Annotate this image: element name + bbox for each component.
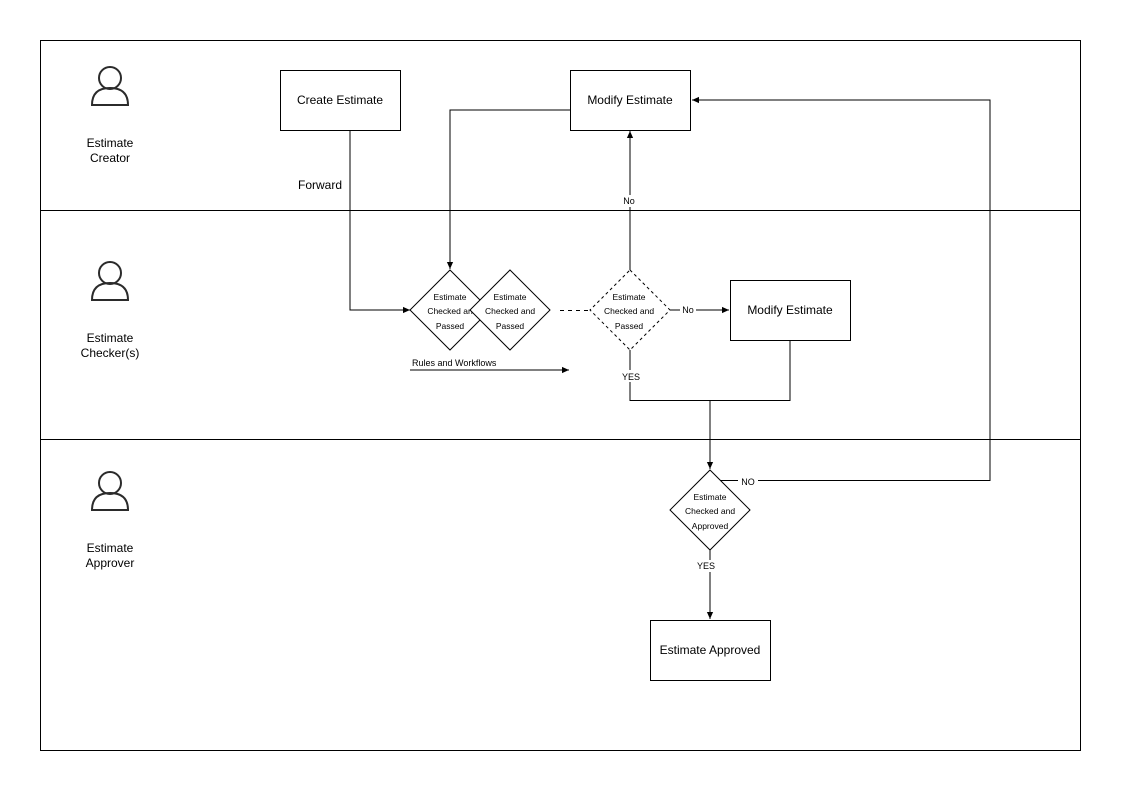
svg-text:Passed: Passed (496, 321, 525, 331)
lane-role-label: Creator (90, 151, 130, 165)
svg-text:Modify Estimate: Modify Estimate (747, 303, 833, 317)
edge-forward (349, 130, 410, 314)
process-modify-estimate-mid[interactable]: Modify Estimate (730, 280, 851, 341)
decision-estimate-approved[interactable]: Estimate Checked and Approved (669, 469, 751, 551)
svg-text:Passed: Passed (436, 321, 465, 331)
lane-role-label: Approver (86, 556, 135, 570)
lane-role-label: Estimate (87, 541, 134, 555)
process-create-estimate[interactable]: Create Estimate (280, 70, 401, 131)
svg-text:Estimate: Estimate (693, 492, 726, 502)
lane-role-label: Estimate (87, 136, 134, 150)
person-icon (90, 471, 130, 511)
edge-modify-to-check (446, 109, 570, 269)
svg-text:Estimate: Estimate (493, 292, 526, 302)
svg-text:Checked and: Checked and (685, 506, 735, 516)
decision-estimate-checked-3[interactable]: Estimate Checked and Passed (589, 269, 671, 351)
person-icon (90, 261, 130, 301)
edge-no-approver-loop (692, 96, 991, 481)
edge-label-yes: YES (622, 372, 640, 382)
svg-text:Checked and: Checked and (604, 306, 654, 316)
svg-text:Estimate Approved: Estimate Approved (660, 643, 761, 657)
process-estimate-approved[interactable]: Estimate Approved (650, 620, 771, 681)
svg-text:Approved: Approved (692, 521, 729, 531)
decision-estimate-checked-2[interactable]: Estimate Checked and Passed (469, 269, 551, 351)
svg-text:Estimate: Estimate (612, 292, 645, 302)
svg-text:Checked and: Checked and (485, 306, 535, 316)
svg-text:Passed: Passed (615, 321, 644, 331)
svg-text:Checked an: Checked an (427, 306, 473, 316)
person-icon (90, 66, 130, 106)
svg-text:Estimate: Estimate (433, 292, 466, 302)
pool-border (40, 40, 1081, 751)
lane-role-label: Checker(s) (81, 346, 140, 360)
decision-estimate-checked-1[interactable]: Estimate Checked an Passed (409, 269, 491, 351)
process-modify-estimate-top[interactable]: Modify Estimate (570, 70, 691, 131)
edge-label-rules: Rules and Workflows (412, 358, 497, 368)
edge-yes-checker (629, 350, 710, 401)
lane-role-label: Estimate (87, 331, 134, 345)
svg-text:Create Estimate: Create Estimate (297, 93, 383, 107)
edge-label-yes: YES (697, 561, 715, 571)
edge-label-no: No (682, 305, 694, 315)
edge-label-no: NO (741, 477, 755, 487)
edge-label-forward: Forward (298, 178, 342, 192)
svg-text:Modify Estimate: Modify Estimate (587, 93, 673, 107)
edge-label-no: No (623, 196, 635, 206)
edge-modify-mid-to-approver (706, 341, 791, 469)
